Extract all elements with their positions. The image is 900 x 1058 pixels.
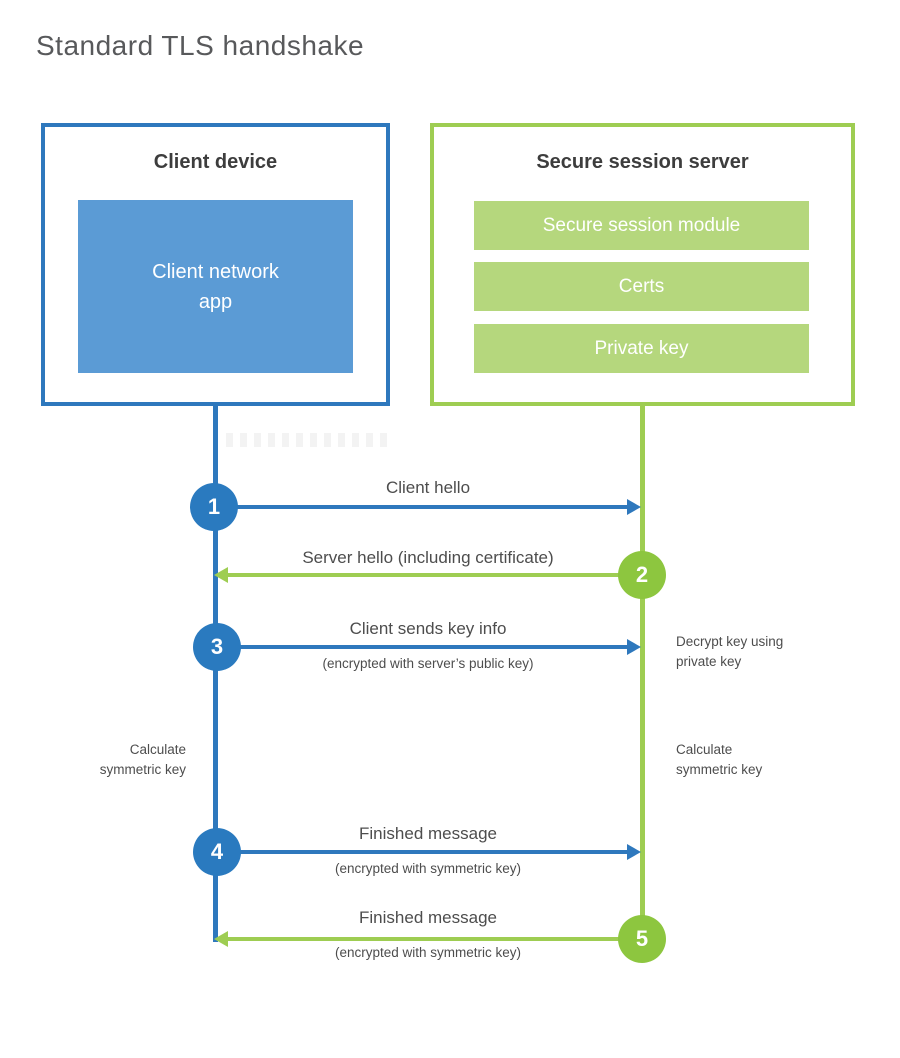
note-calculate-symmetric-key-server: Calculate symmetric key xyxy=(676,742,763,777)
faint-dashed-artifact xyxy=(226,433,388,447)
client-device-title: Client device xyxy=(153,151,278,173)
step-badge-1: 1 xyxy=(190,483,238,531)
step-badge-2: 2 xyxy=(618,551,666,599)
message-label-finished-server: Finished message xyxy=(359,908,497,927)
message-sublabel-finished-client: (encrypted with symmetric key) xyxy=(334,861,522,876)
note-calculate-symmetric-key-client: Calculate symmetric key xyxy=(99,742,186,777)
step-badge-3: 3 xyxy=(193,623,241,671)
diagram-title: Standard TLS handshake xyxy=(36,30,365,61)
message-label-client-hello: Client hello xyxy=(385,478,471,497)
client-network-app-box: Client network app xyxy=(78,200,353,373)
arrow-line-finished-client xyxy=(216,850,628,854)
arrow-head-client-hello xyxy=(627,499,641,515)
message-label-server-hello: Server hello (including certificate) xyxy=(302,548,554,567)
message-sublabel-finished-server: (encrypted with symmetric key) xyxy=(334,945,522,960)
arrow-line-client-hello xyxy=(216,505,628,509)
message-label-key-info: Client sends key info xyxy=(349,619,507,638)
step-badge-4: 4 xyxy=(193,828,241,876)
server-lifeline xyxy=(640,404,645,939)
arrow-head-server-hello xyxy=(214,567,228,583)
step-badge-5: 5 xyxy=(618,915,666,963)
server-module-secure-session: Secure session module xyxy=(474,201,809,250)
client-lifeline xyxy=(213,404,218,942)
arrow-head-finished-client xyxy=(627,844,641,860)
client-device-box: Client device Client network app xyxy=(41,123,390,406)
message-sublabel-key-info: (encrypted with server’s public key) xyxy=(322,656,534,671)
arrow-line-finished-server xyxy=(227,937,619,941)
arrow-line-server-hello xyxy=(227,573,619,577)
arrow-line-key-info xyxy=(216,645,628,649)
message-label-finished-client: Finished message xyxy=(359,824,497,843)
client-network-app-label: Client network app xyxy=(152,260,279,313)
secure-session-server-title: Secure session server xyxy=(536,151,749,173)
note-decrypt-key: Decrypt key using private key xyxy=(676,634,784,669)
server-module-private-key: Private key xyxy=(474,324,809,373)
secure-session-server-box: Secure session server Secure session mod… xyxy=(430,123,855,406)
arrow-head-key-info xyxy=(627,639,641,655)
arrow-head-finished-server xyxy=(214,931,228,947)
server-module-certs: Certs xyxy=(474,262,809,311)
